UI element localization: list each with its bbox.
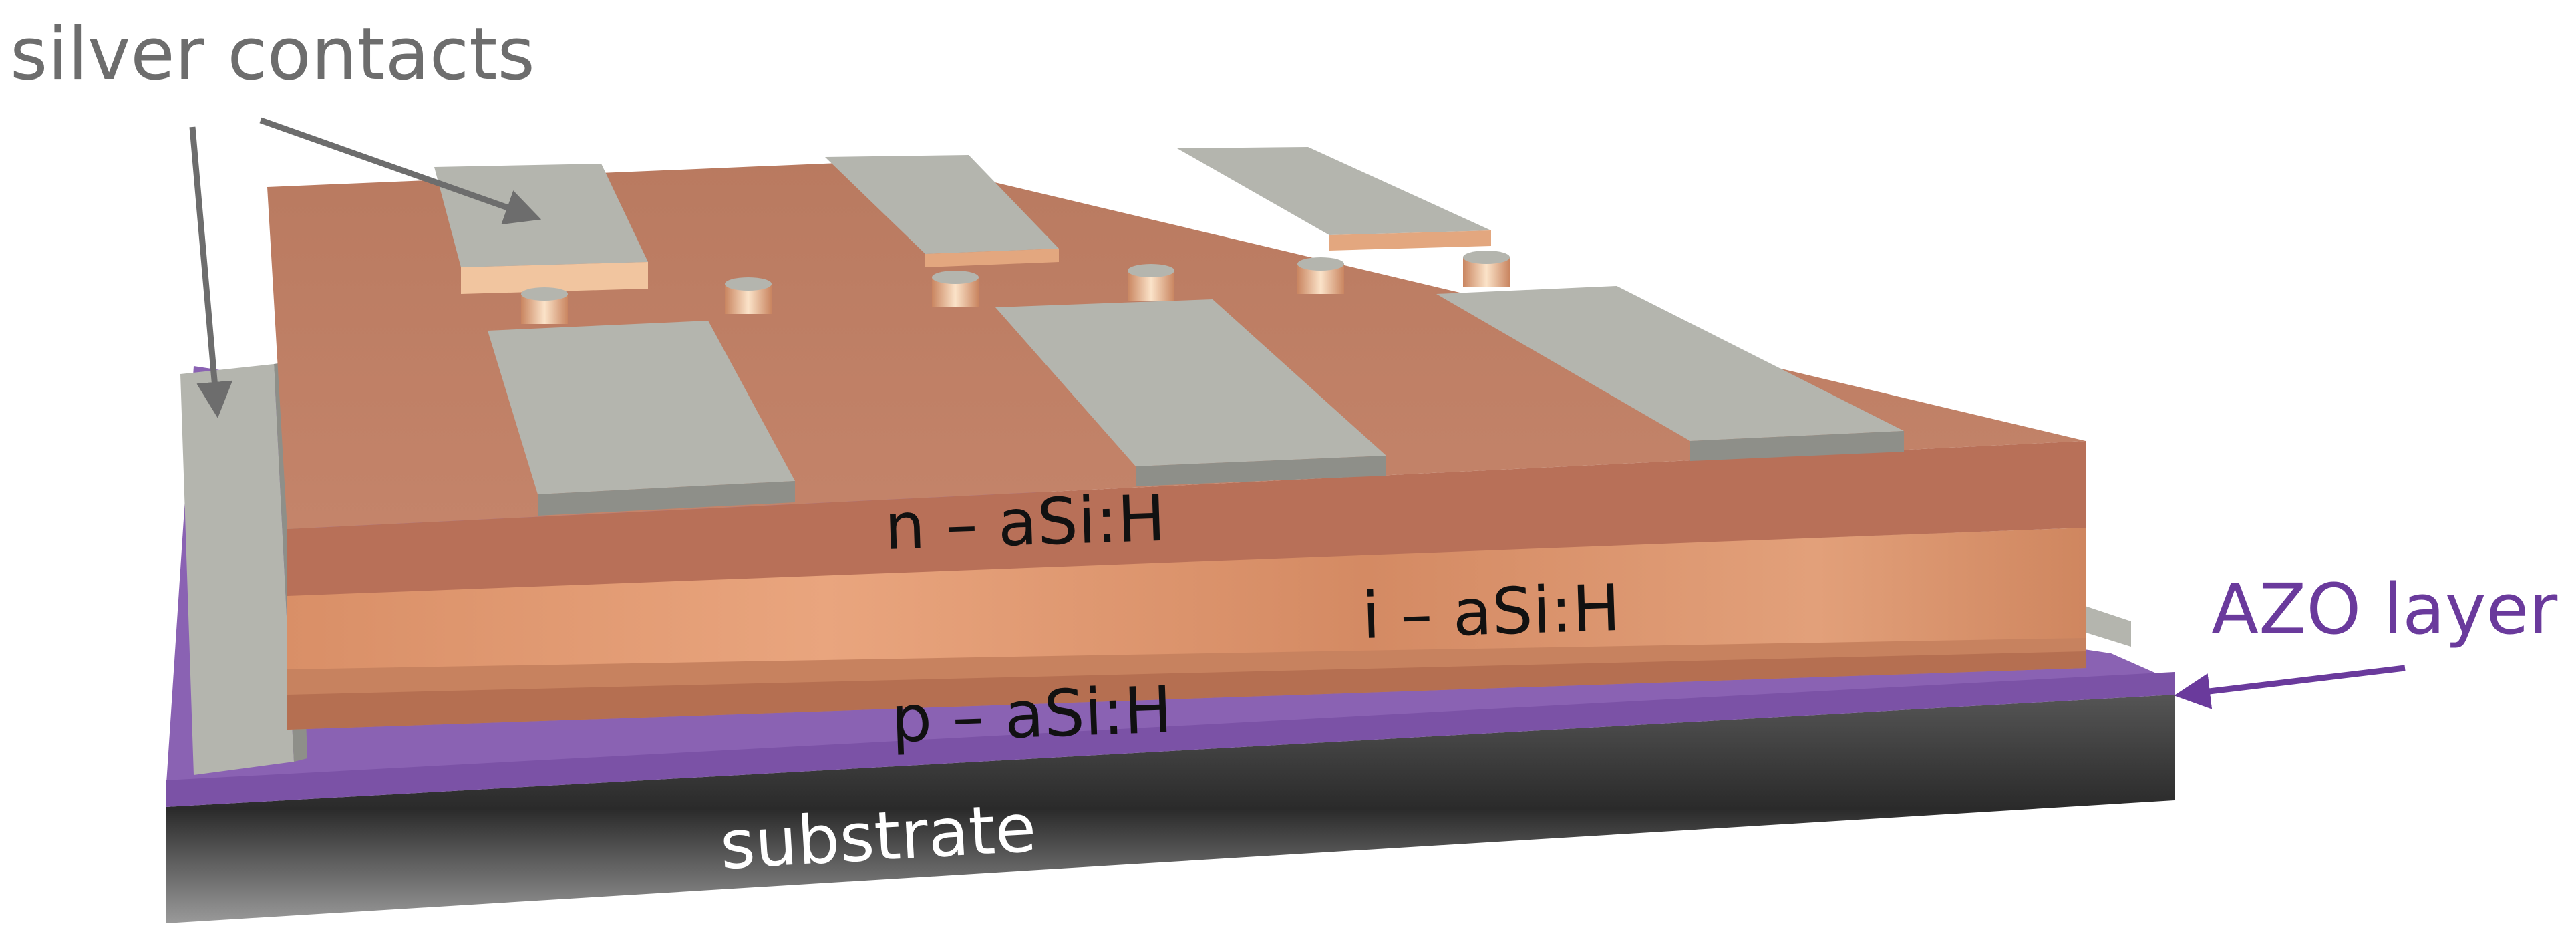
post-3-top: [932, 271, 979, 284]
contact-posts: [521, 251, 1510, 324]
post-4-top: [1128, 264, 1174, 277]
right-silver-edge: [2071, 601, 2131, 647]
label-n-layer: n – aSi:H: [883, 481, 1166, 565]
label-i-layer: i – aSi:H: [1361, 571, 1621, 653]
front-silver-contacts: [488, 286, 1904, 516]
substrate-layer: [166, 695, 2175, 923]
front-contact-1-front: [538, 481, 795, 516]
silver-arrow-1: [259, 117, 542, 225]
front-contact-3: [1436, 286, 1904, 441]
label-silver-contacts: silver contacts: [10, 13, 535, 96]
back-contact-1-front: [461, 262, 648, 294]
post-2-top: [725, 277, 772, 291]
silver-arrow-2: [189, 126, 233, 418]
back-contact-2-front: [925, 249, 1059, 267]
front-contact-2-front: [1136, 456, 1386, 486]
front-contact-1: [488, 321, 795, 494]
n-layer-front: [287, 441, 2086, 596]
label-azo-layer: AZO layer: [2211, 569, 2557, 650]
layer-stack: [287, 441, 2086, 730]
back-contact-2: [825, 155, 1059, 254]
post-5-top: [1297, 257, 1344, 271]
front-contact-3-front: [1690, 431, 1904, 461]
substrate-front: [166, 695, 2175, 923]
back-contact-3-front: [1329, 230, 1491, 251]
p-layer-front-dark: [287, 651, 2086, 730]
azo-front: [166, 672, 2175, 807]
post-6-top: [1463, 251, 1510, 264]
left-silver-contact-top: [180, 364, 294, 775]
label-substrate: substrate: [718, 789, 1038, 885]
back-contact-3: [1177, 147, 1491, 235]
azo-arrow: [2174, 665, 2406, 710]
post-1-top: [521, 287, 568, 301]
i-layer-front: [287, 528, 2086, 669]
label-p-layer: p – aSi:H: [890, 672, 1174, 757]
front-contact-2: [995, 299, 1386, 466]
